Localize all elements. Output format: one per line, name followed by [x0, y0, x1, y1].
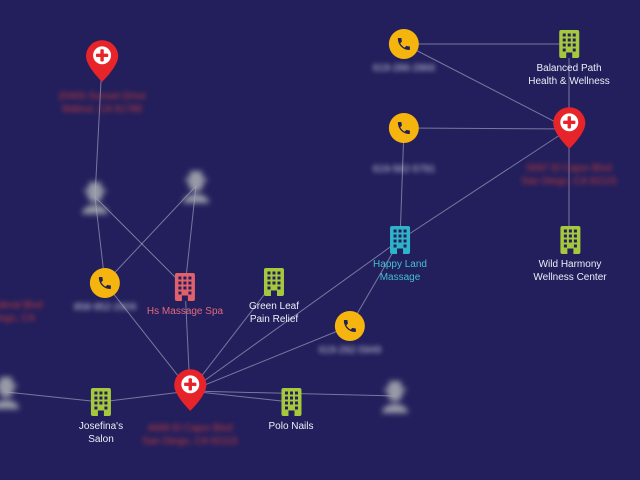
- address-label: 4689 El Cajon Blvd San Diego, CA 92115: [142, 423, 237, 448]
- phone-number-label: 619-286-2866: [373, 63, 435, 76]
- node-phone-left[interactable]: 858-952-2909: [74, 268, 136, 315]
- phone-number-label: 619-292-5949: [319, 345, 381, 358]
- business-name-line: Polo Nails: [268, 421, 314, 432]
- phone-number: 619-286-2866: [372, 63, 436, 74]
- address-line: 4696 Federal Blvd: [0, 300, 43, 311]
- business-name-line: Happy Land: [373, 259, 427, 270]
- address-label: 20400 Sunset Drive Walnut, CA 91789: [58, 91, 146, 116]
- phone-number-label: 858-952-2909: [74, 302, 136, 315]
- phone-icon: [335, 311, 365, 341]
- business-name-label: Josefina's Salon: [79, 421, 123, 446]
- phone-number: 858-952-2909: [73, 302, 137, 313]
- location-pin-icon: [85, 40, 119, 82]
- node-building-green-leaf[interactable]: Green Leaf Pain Relief: [249, 267, 299, 326]
- phone-number-label: 619-582-5791: [373, 164, 435, 177]
- phone-number: 619-582-5791: [372, 164, 436, 175]
- building-icon: [390, 226, 410, 254]
- location-pin-icon: [552, 107, 586, 149]
- node-building-polo-nails[interactable]: Polo Nails: [268, 387, 314, 434]
- phone-number: 619-292-5949: [318, 345, 382, 356]
- business-name-line: Wellness Center: [533, 271, 607, 283]
- node-spy-1[interactable]: [75, 180, 115, 214]
- building-icon: [175, 273, 195, 301]
- node-spy-3[interactable]: [375, 379, 415, 413]
- business-name-line: Health & Wellness: [528, 75, 610, 87]
- node-pin-walnut[interactable]: 20400 Sunset Drive Walnut, CA 91789: [58, 39, 146, 116]
- phone-icon: [389, 113, 419, 143]
- address-line: San Diego, CA 92115: [521, 175, 617, 187]
- node-building-hs-massage-spa[interactable]: Hs Massage Spa: [147, 272, 223, 319]
- business-name-line: Hs Massage Spa: [146, 306, 224, 317]
- node-phone-top[interactable]: 619-286-2866: [373, 29, 435, 76]
- building-icon: [560, 226, 580, 254]
- business-name-label: Polo Nails: [268, 421, 313, 434]
- address-line: San Diego, CA: [0, 312, 36, 324]
- node-phone-mid[interactable]: 619-582-5791: [373, 113, 435, 177]
- incognito-person-icon: [82, 182, 108, 214]
- node-pin-4689-el-cajon[interactable]: 4689 El Cajon Blvd San Diego, CA 92115: [142, 368, 238, 448]
- node-phone-bottom[interactable]: 619-292-5949: [319, 311, 381, 358]
- phone-icon: [389, 29, 419, 59]
- business-name-line: Green Leaf: [248, 301, 300, 312]
- address-line: 5697 El Cajon Blvd: [526, 163, 612, 174]
- business-name-label: Balanced Path Health & Wellness: [528, 63, 610, 88]
- node-partial-address: 4696 Federal Blvd San Diego, CA: [0, 300, 43, 325]
- business-name-label: Happy Land Massage: [373, 259, 427, 284]
- address-line: 20400 Sunset Drive: [58, 91, 146, 102]
- business-name-line: Balanced Path: [536, 63, 602, 74]
- address-line: Walnut, CA 91789: [61, 103, 143, 115]
- address-label: 4696 Federal Blvd San Diego, CA: [0, 300, 43, 325]
- location-pin-icon: [173, 369, 207, 411]
- building-icon: [91, 388, 111, 416]
- node-spy-4[interactable]: [0, 375, 26, 409]
- business-name-label: Green Leaf Pain Relief: [249, 301, 299, 326]
- incognito-person-icon: [382, 381, 408, 413]
- address-label: 5697 El Cajon Blvd San Diego, CA 92115: [521, 163, 616, 188]
- incognito-person-icon: [0, 377, 19, 409]
- business-name-line: Josefina's: [78, 421, 124, 432]
- business-name-label: Hs Massage Spa: [147, 306, 223, 319]
- business-name-label: Wild Harmony Wellness Center: [533, 259, 606, 284]
- building-icon: [263, 268, 284, 296]
- building-icon: [281, 388, 301, 416]
- address-line: 4689 El Cajon Blvd: [147, 423, 233, 434]
- phone-icon: [90, 268, 120, 298]
- node-building-josefinas-salon[interactable]: Josefina's Salon: [79, 387, 123, 446]
- building-icon: [559, 30, 579, 58]
- node-pin-5697-el-cajon[interactable]: 5697 El Cajon Blvd San Diego, CA 92115: [521, 106, 617, 188]
- business-name-line: Salon: [88, 433, 114, 445]
- incognito-person-icon: [183, 171, 209, 203]
- node-building-balanced-path[interactable]: Balanced Path Health & Wellness: [528, 29, 610, 88]
- business-name-line: Pain Relief: [249, 313, 299, 325]
- business-name-line: Massage: [379, 271, 421, 283]
- node-building-happy-land[interactable]: Happy Land Massage: [373, 225, 427, 284]
- business-name-line: Wild Harmony: [538, 259, 602, 270]
- node-building-wild-harmony[interactable]: Wild Harmony Wellness Center: [533, 225, 607, 284]
- node-spy-2[interactable]: [176, 169, 216, 203]
- address-line: San Diego, CA 92115: [142, 435, 238, 447]
